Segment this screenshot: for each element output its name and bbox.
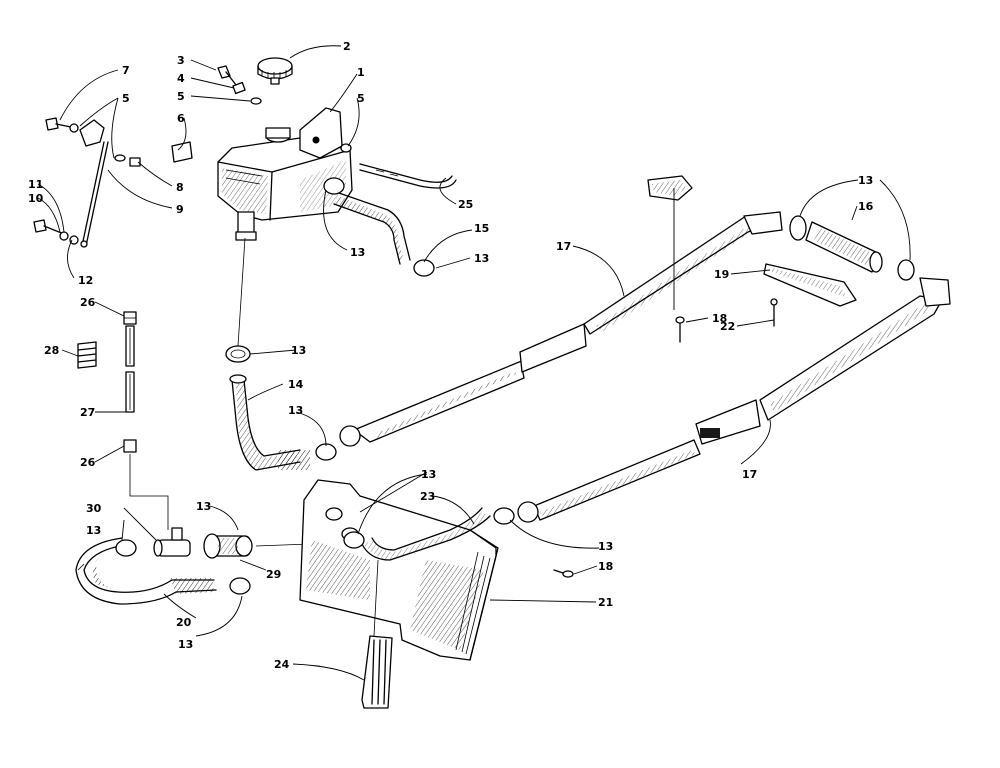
callout-9: 9	[176, 203, 184, 216]
callout-18: 18	[598, 560, 613, 573]
callout-13: 13	[178, 638, 193, 651]
spring-28	[77, 341, 97, 369]
coolant-tank	[217, 127, 353, 241]
callout-11: 11	[28, 178, 43, 191]
callout-15: 15	[474, 222, 489, 235]
callout-13: 13	[474, 252, 489, 265]
callout-2: 2	[343, 40, 351, 53]
callout-13: 13	[86, 524, 101, 537]
heat-exchanger-21	[299, 479, 499, 661]
shield-19	[763, 263, 857, 307]
decal	[171, 141, 193, 163]
tank-bracket	[299, 107, 343, 159]
callout-27: 27	[80, 406, 95, 419]
clamp-13-hose20-lower	[229, 577, 251, 595]
leader-lines	[37, 45, 911, 681]
fastener-3-4-5	[217, 65, 352, 153]
tee-fitting-30	[153, 527, 191, 557]
callout-5: 5	[122, 92, 130, 105]
clamp-13-hx	[343, 531, 365, 549]
clip-26-bottom	[123, 439, 137, 453]
callout-1: 1	[357, 66, 365, 79]
mount-bracket	[79, 119, 105, 147]
gasket-patch	[647, 175, 693, 201]
callout-18: 18	[712, 312, 727, 325]
callout-7: 7	[122, 64, 130, 77]
clamp-13-hose20-upper	[115, 539, 137, 557]
rail-17-left	[339, 211, 783, 447]
rivet-18-lower	[553, 569, 574, 578]
callout-13: 13	[350, 246, 365, 259]
callout-8: 8	[176, 181, 184, 194]
hose-link-line	[255, 543, 311, 547]
drain-line	[237, 237, 246, 347]
drain-bracket-24	[361, 559, 393, 709]
bolt-10	[33, 219, 88, 248]
callout-28: 28	[44, 344, 59, 357]
callout-30: 30	[86, 502, 102, 515]
overflow-hose-25	[359, 163, 457, 189]
fitting-29	[203, 533, 253, 559]
rivet-22	[770, 298, 778, 327]
callout-29: 29	[266, 568, 281, 581]
rod-9	[81, 141, 141, 247]
radiator-cap	[257, 57, 293, 85]
rail-17-right	[517, 277, 951, 523]
callout-16: 16	[858, 200, 874, 213]
callout-13: 13	[291, 344, 306, 357]
tube-27	[125, 325, 135, 413]
clip-26-top	[123, 311, 137, 325]
callout-26: 26	[80, 456, 96, 469]
callout-13: 13	[598, 540, 613, 553]
clamp-13-rail-left	[315, 443, 337, 461]
callout-19: 19	[714, 268, 729, 281]
callout-5: 5	[357, 92, 365, 105]
clamp-13-tank-outlet	[225, 345, 251, 363]
callout-26: 26	[80, 296, 96, 309]
callout-10: 10	[28, 192, 44, 205]
callout-13: 13	[421, 468, 436, 481]
callout-14: 14	[288, 378, 304, 391]
callout-4: 4	[177, 72, 185, 85]
hose-23	[361, 507, 491, 561]
callout-22: 22	[720, 320, 735, 333]
rivet-18-upper	[675, 316, 685, 343]
callout-13: 13	[288, 404, 303, 417]
clamp-13-hose23-end	[493, 507, 515, 525]
hose-15	[323, 177, 435, 277]
clamp-13-hose16-right	[897, 259, 915, 281]
callout-12: 12	[78, 274, 93, 287]
bolt-7	[45, 117, 79, 133]
hose-20	[75, 537, 217, 605]
callout-25: 25	[458, 198, 473, 211]
fill-line	[129, 454, 169, 530]
callout-21: 21	[598, 596, 613, 609]
callout-23: 23	[420, 490, 435, 503]
callout-13: 13	[858, 174, 873, 187]
callout-5: 5	[177, 90, 185, 103]
callout-17: 17	[742, 468, 757, 481]
callout-6: 6	[177, 112, 185, 125]
callout-24: 24	[274, 658, 290, 671]
callout-20: 20	[176, 616, 192, 629]
callout-labels: 1 2 3 4 5 5 5 6 7 8 9 10 11 12 13 13 13 …	[28, 40, 874, 671]
callout-17: 17	[556, 240, 571, 253]
hose-14	[229, 374, 310, 471]
clamp-13-hose16-left	[789, 215, 807, 241]
callout-13: 13	[196, 500, 211, 513]
callout-3: 3	[177, 54, 185, 67]
hose-16	[805, 221, 883, 273]
